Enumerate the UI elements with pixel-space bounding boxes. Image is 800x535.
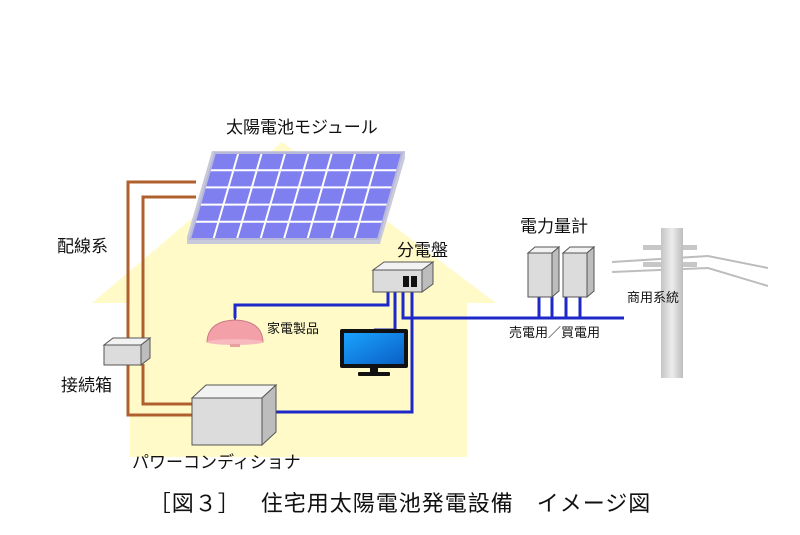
power-conditioner — [190, 383, 278, 447]
commercial-grid-label: 商用系統 — [627, 291, 680, 306]
panel-grid-line — [306, 153, 333, 239]
panel-grid-line — [330, 153, 357, 239]
junction-box-label: 接続箱 — [61, 376, 112, 396]
dc-wiring — [126, 180, 196, 417]
utility-pole — [611, 228, 769, 378]
television-icon — [340, 329, 408, 376]
appliances-label: 家電製品 — [267, 322, 320, 337]
ac-wiring — [233, 290, 624, 414]
sell-buy-label: 売電用／買電用 — [509, 326, 601, 341]
panel-grid-line — [259, 153, 287, 239]
panel-grid-line — [353, 153, 380, 239]
panel-grid-line — [283, 153, 310, 239]
distribution-board — [371, 261, 435, 293]
power-meters — [526, 245, 596, 299]
wiring-label: 配線系 — [57, 237, 108, 257]
distribution-board-label: 分電盤 — [397, 241, 448, 261]
panel-grid-line — [212, 153, 240, 239]
power-conditioner-label: パワーコンディショナ — [132, 453, 301, 473]
figure-caption: ［図３］ 住宅用太陽電池発電設備 イメージ図 — [148, 492, 652, 517]
lamp-icon — [206, 318, 264, 347]
power-meter-label: 電力量計 — [520, 217, 588, 237]
junction-box — [102, 336, 152, 367]
panel-grid-line — [236, 153, 263, 239]
solar-module-label: 太陽電池モジュール — [226, 118, 378, 138]
solar-panel — [187, 151, 405, 244]
